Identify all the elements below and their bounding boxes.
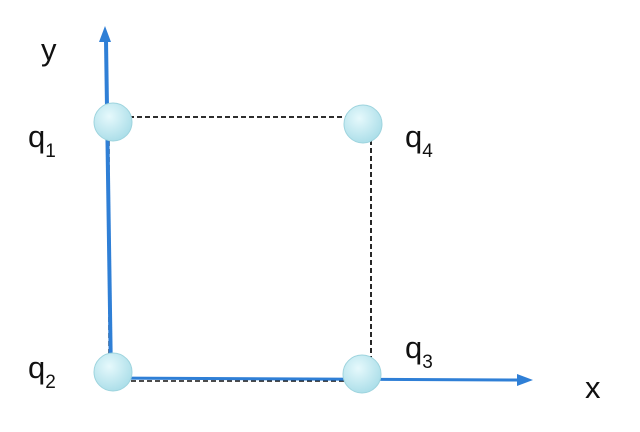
charge-q1-sphere [93, 102, 133, 142]
charge-q3-sphere [342, 354, 382, 394]
charge-q4-sphere [343, 104, 383, 144]
y-axis-arrowhead [99, 26, 111, 42]
x-axis-arrowhead [517, 374, 533, 386]
x-axis-label: x [585, 370, 601, 405]
charge-q1-label: q1 [28, 119, 56, 162]
charge-q2-sphere [93, 352, 133, 392]
charge-q3-label: q3 [405, 330, 433, 373]
charge-q4-label: q4 [405, 119, 433, 162]
x-axis-line [112, 376, 521, 382]
x-axis [112, 374, 533, 386]
charge-q2-label: q2 [28, 350, 56, 393]
y-axis-line [104, 39, 113, 379]
y-axis-label: y [41, 32, 57, 67]
y-axis [99, 26, 113, 379]
